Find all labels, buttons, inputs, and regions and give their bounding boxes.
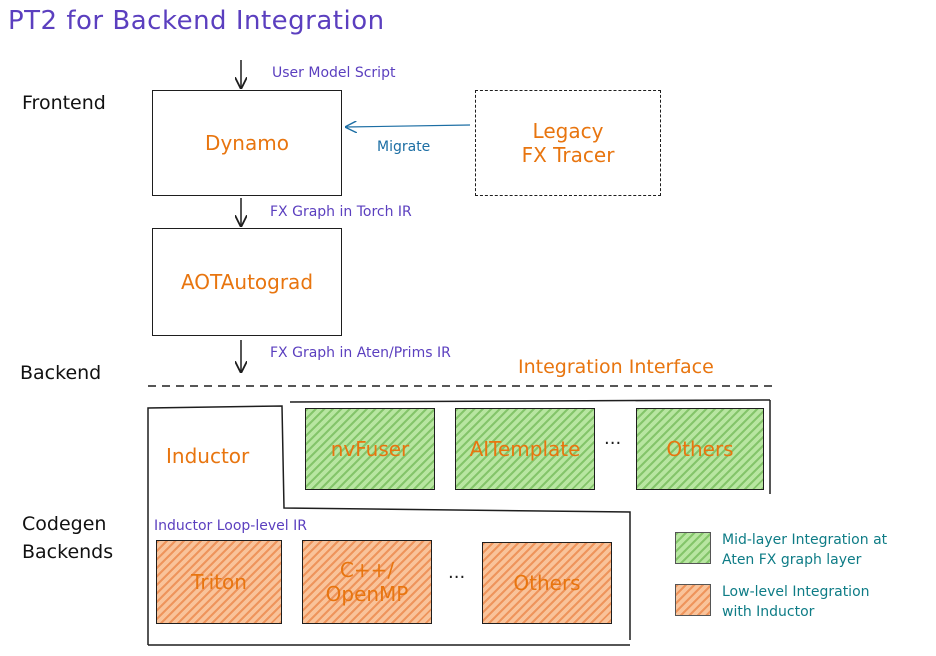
legend-low-line2: with Inductor xyxy=(722,604,815,620)
label-integration-interface: Integration Interface xyxy=(518,356,714,378)
legend-mid-line2: Aten FX graph layer xyxy=(722,552,862,568)
legend-mid-line1: Mid-layer Integration at xyxy=(722,532,888,548)
node-aitemplate-label: AITemplate xyxy=(469,437,581,461)
node-cpp-line1: C++/ xyxy=(339,558,395,582)
section-codegen-line2: Backends xyxy=(22,541,114,563)
label-fx-aten-ir: FX Graph in Aten/Prims IR xyxy=(270,345,451,361)
node-legacy-line1: Legacy xyxy=(532,119,604,143)
ellipsis-mid: ... xyxy=(604,428,622,449)
node-dynamo: Dynamo xyxy=(152,90,342,196)
legend-swatch-peach xyxy=(675,584,711,616)
legend-swatch-green xyxy=(675,532,711,564)
ellipsis-low: ... xyxy=(448,562,466,583)
node-others-low: Others xyxy=(482,542,612,624)
node-nvfuser-label: nvFuser xyxy=(330,437,410,461)
node-legacy-line2: FX Tracer xyxy=(521,143,615,167)
node-cpp-line2: OpenMP xyxy=(325,582,409,606)
node-legacy-fx-tracer: Legacy FX Tracer xyxy=(475,90,661,196)
legend-low-line1: Low-level Integration xyxy=(722,584,870,600)
node-aotautograd: AOTAutograd xyxy=(152,228,342,336)
node-cpp-openmp: C++/ OpenMP xyxy=(302,540,432,624)
section-codegen-line1: Codegen xyxy=(22,513,107,535)
node-nvfuser: nvFuser xyxy=(305,408,435,490)
node-others-mid: Others xyxy=(636,408,764,490)
node-aitemplate: AITemplate xyxy=(455,408,595,490)
legend-low-level: Low-level Integration with Inductor xyxy=(722,582,870,622)
legend-mid-layer: Mid-layer Integration at Aten FX graph l… xyxy=(722,530,887,570)
section-frontend: Frontend xyxy=(22,92,106,114)
node-others-low-label: Others xyxy=(513,571,581,595)
node-dynamo-label: Dynamo xyxy=(205,131,289,155)
node-others-mid-label: Others xyxy=(666,437,734,461)
node-triton: Triton xyxy=(156,540,282,624)
label-inductor-loop-ir: Inductor Loop-level IR xyxy=(154,518,307,534)
inductor-outline xyxy=(147,405,631,645)
label-migrate: Migrate xyxy=(377,139,431,155)
section-backend: Backend xyxy=(20,362,102,384)
node-triton-label: Triton xyxy=(191,570,247,594)
label-fx-torch-ir: FX Graph in Torch IR xyxy=(270,204,412,220)
label-user-model-script: User Model Script xyxy=(272,65,396,81)
arrow-legacy-to-dynamo xyxy=(346,125,471,127)
section-codegen: Codegen Backends xyxy=(22,510,113,566)
node-inductor-label: Inductor xyxy=(166,444,250,468)
node-aotautograd-label: AOTAutograd xyxy=(180,270,314,294)
diagram-title: PT2 for Backend Integration xyxy=(8,6,385,36)
